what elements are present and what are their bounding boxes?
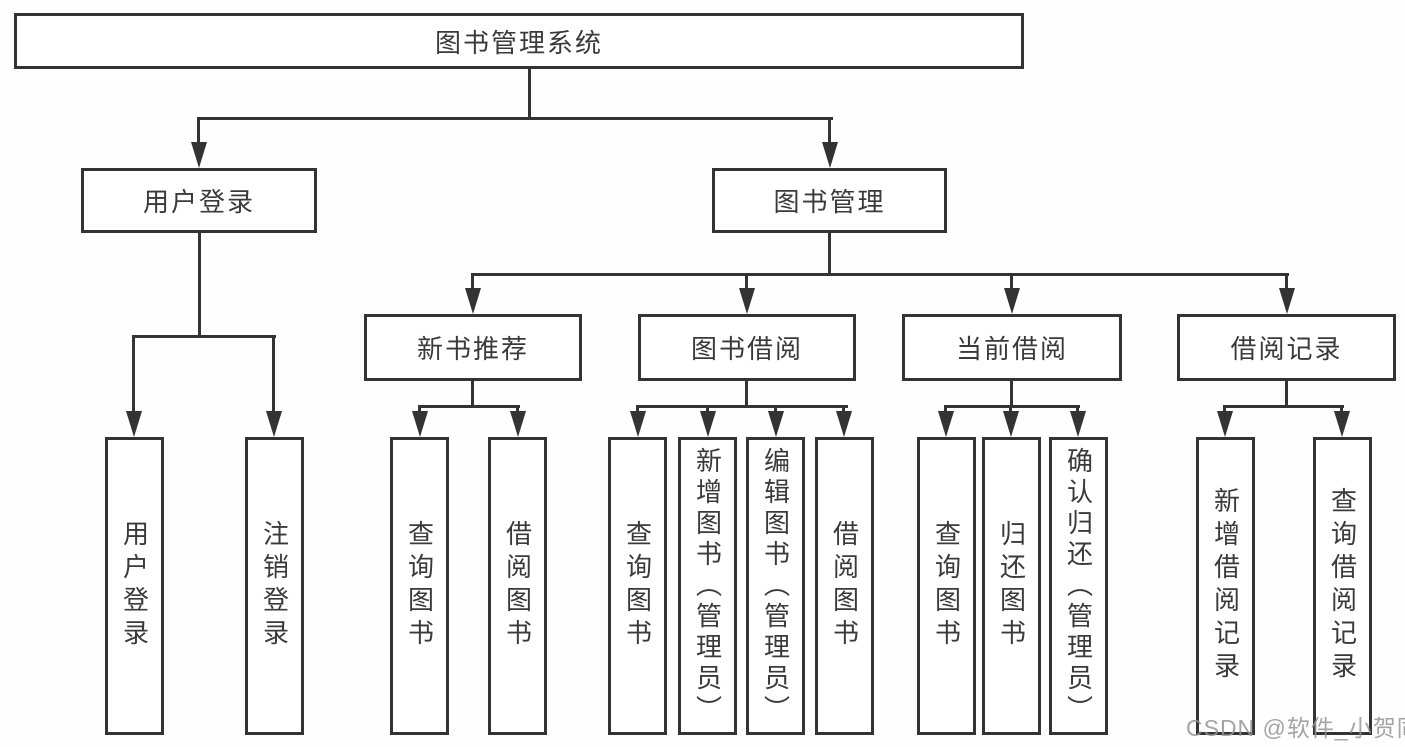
leaf-borrow-books-borrowing: 借阅图书: [815, 437, 874, 735]
connector-line: [418, 405, 520, 408]
arrowhead-icon: [1217, 411, 1233, 437]
leaf-return-books: 归还图书: [982, 437, 1041, 735]
connector-line: [1340, 405, 1343, 413]
connector-line: [1223, 405, 1226, 413]
connector-line: [471, 273, 1289, 276]
leaf-query-books-borrowing: 查询图书: [608, 437, 667, 735]
arrowhead-icon: [126, 411, 142, 437]
connector-line: [272, 335, 275, 411]
connector-line: [528, 69, 531, 120]
connector-line: [944, 405, 1080, 408]
node-user-login: 用户登录: [81, 168, 317, 233]
connector-line: [132, 335, 135, 411]
connector-line: [198, 233, 201, 338]
connector-line: [636, 405, 639, 413]
arrowhead-icon: [822, 142, 838, 168]
arrowhead-icon: [700, 411, 716, 437]
leaf-user-login: 用户登录: [105, 437, 164, 735]
connector-line: [706, 405, 709, 413]
connector-line: [1285, 381, 1288, 408]
arrowhead-icon: [1070, 411, 1086, 437]
arrowhead-icon: [739, 288, 755, 314]
connector-line: [1076, 405, 1079, 413]
node-current-borrowing: 当前借阅: [902, 314, 1122, 381]
leaf-query-books-recommend: 查询图书: [390, 437, 449, 735]
arrowhead-icon: [768, 411, 784, 437]
arrowhead-icon: [938, 411, 954, 437]
connector-line: [1285, 273, 1288, 288]
leaf-borrow-books-recommend: 借阅图书: [488, 437, 547, 735]
arrowhead-icon: [1003, 411, 1019, 437]
arrowhead-icon: [412, 411, 428, 437]
connector-line: [197, 117, 200, 144]
connector-line: [1009, 405, 1012, 413]
node-library-system: 图书管理系统: [14, 13, 1024, 69]
arrowhead-icon: [1004, 288, 1020, 314]
connector-line: [1223, 405, 1344, 408]
connector-line: [471, 273, 474, 288]
connector-line: [1010, 273, 1013, 288]
arrowhead-icon: [510, 411, 526, 437]
arrowhead-icon: [1334, 411, 1350, 437]
connector-line: [745, 273, 748, 288]
connector-line: [774, 405, 777, 413]
connector-line: [418, 405, 421, 413]
leaf-confirm-return-admin: 确认归还（管理员）: [1049, 437, 1108, 735]
connector-line: [197, 117, 833, 120]
node-book-management: 图书管理: [712, 168, 947, 233]
arrowhead-icon: [465, 288, 481, 314]
leaf-add-book-admin: 新增图书（管理员）: [678, 437, 737, 735]
leaf-logout: 注销登录: [245, 437, 304, 735]
connector-line: [636, 405, 848, 408]
arrowhead-icon: [266, 411, 282, 437]
leaf-add-borrow-record: 新增借阅记录: [1196, 437, 1255, 735]
connector-line: [745, 381, 748, 408]
arrowhead-icon: [630, 411, 646, 437]
connector-line: [944, 405, 947, 413]
leaf-edit-book-admin: 编辑图书（管理员）: [746, 437, 805, 735]
connector-line: [842, 405, 845, 413]
connector-line: [1010, 381, 1013, 408]
arrowhead-icon: [191, 142, 207, 168]
leaf-query-books-current: 查询图书: [917, 437, 976, 735]
arrowhead-icon: [1279, 288, 1295, 314]
node-borrowing-records: 借阅记录: [1177, 314, 1396, 381]
node-new-book-recommend: 新书推荐: [364, 314, 582, 381]
connector-line: [828, 233, 831, 276]
csdn-watermark: CSDN @软件_小贺同学: [1186, 715, 1405, 741]
node-book-borrowing: 图书借阅: [638, 314, 856, 381]
arrowhead-icon: [836, 411, 852, 437]
connector-line: [471, 381, 474, 408]
connector-line: [132, 335, 276, 338]
connector-line: [828, 117, 831, 144]
connector-line: [516, 405, 519, 413]
leaf-query-borrow-record: 查询借阅记录: [1313, 437, 1372, 735]
